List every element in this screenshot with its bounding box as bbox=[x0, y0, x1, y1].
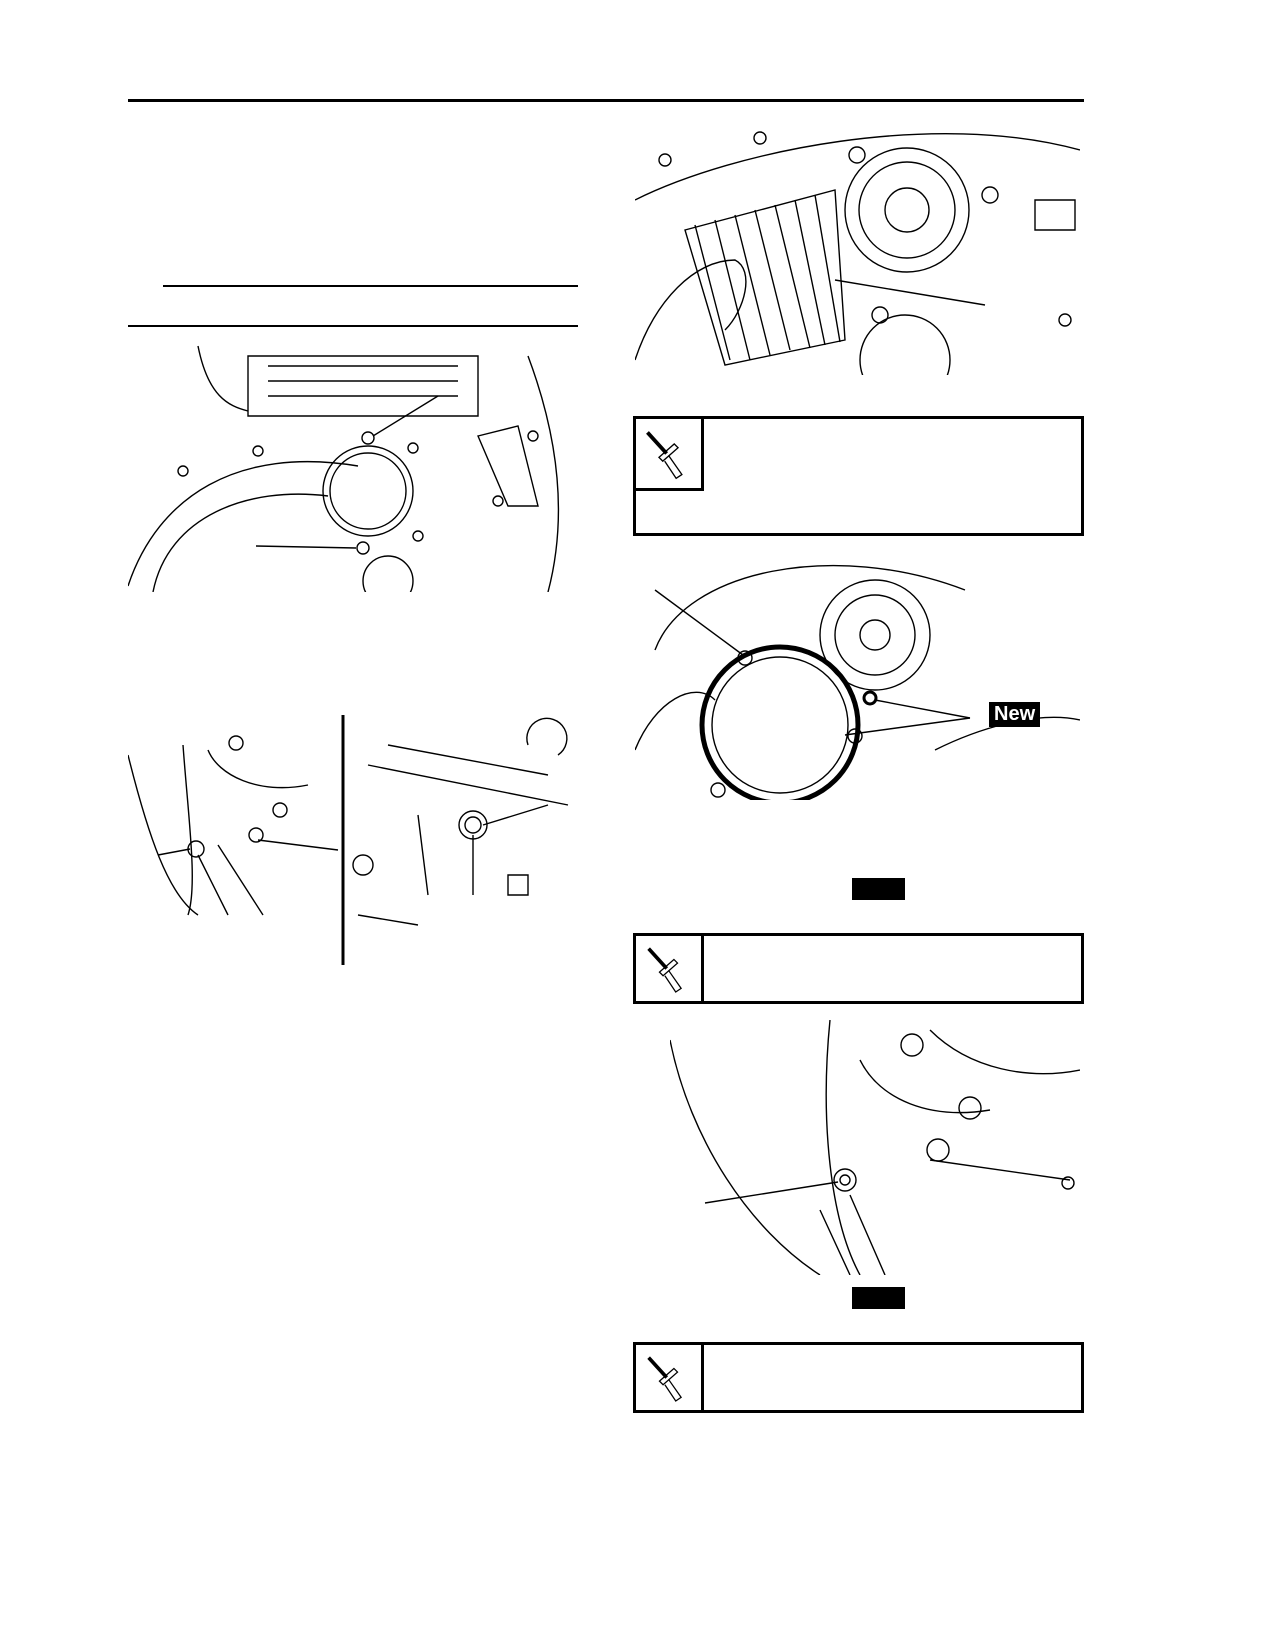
label-block-1 bbox=[852, 878, 905, 900]
new-part-badge: New bbox=[989, 702, 1041, 727]
torque-wrench-icon bbox=[636, 1345, 704, 1410]
illustration-oil-filter-cover bbox=[127, 336, 578, 607]
torque-spec-box-2 bbox=[633, 933, 1084, 1004]
illustration-oil-filter-element bbox=[634, 120, 1081, 406]
header-rule bbox=[128, 99, 1084, 102]
label-block-2 bbox=[852, 1287, 905, 1309]
torque-wrench-icon bbox=[636, 419, 704, 491]
note-rule-bottom bbox=[128, 325, 578, 327]
torque-wrench-icon bbox=[636, 936, 704, 1001]
note-rule-top bbox=[163, 285, 578, 287]
illustration-filter-cover-oring: New bbox=[634, 550, 1081, 806]
illustration-drain-bolts bbox=[127, 715, 578, 965]
torque-spec-box-1 bbox=[633, 416, 1084, 536]
illustration-drain-bolt-detail bbox=[669, 1019, 1081, 1276]
torque-spec-box-3 bbox=[633, 1342, 1084, 1413]
